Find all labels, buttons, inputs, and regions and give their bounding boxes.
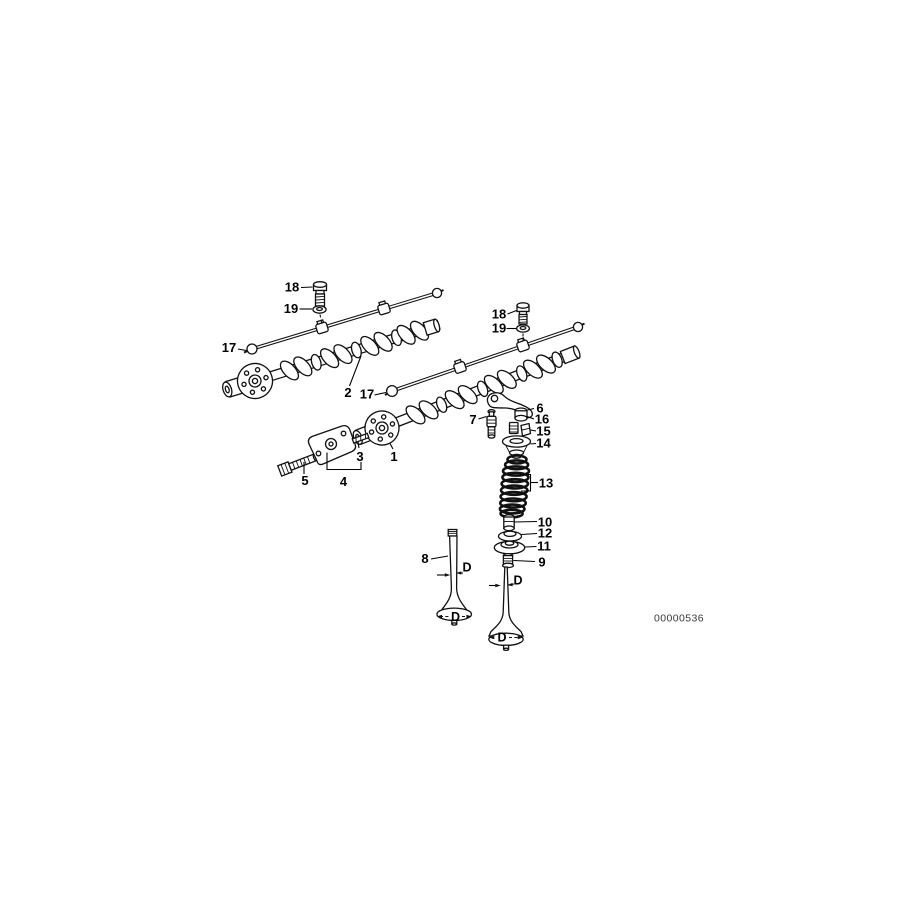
bolt-head bbox=[312, 281, 328, 288]
callout-1-label: 1 bbox=[390, 449, 397, 464]
oil-tube-lower bbox=[384, 321, 585, 398]
end-plate bbox=[307, 424, 357, 466]
dim-left-stem-label: D bbox=[462, 561, 471, 575]
bolt-head bbox=[516, 302, 530, 309]
callout-4-label: 4 bbox=[340, 474, 348, 489]
callout-14-label: 14 bbox=[536, 436, 551, 451]
valve-cotters bbox=[508, 421, 532, 437]
tube-bolt-upper-assembly bbox=[312, 281, 328, 324]
tube-ball-end bbox=[385, 384, 399, 398]
tube-ball-end bbox=[246, 343, 258, 355]
lower-spring-seat bbox=[493, 540, 526, 555]
leader-lines bbox=[237, 286, 538, 563]
callout-10-label: 10 bbox=[538, 515, 552, 530]
valve-spring bbox=[498, 454, 531, 519]
spring-sleeve bbox=[503, 514, 515, 532]
valve-left bbox=[436, 528, 473, 626]
tube-ball-end bbox=[572, 321, 584, 333]
tube-t-fitting bbox=[453, 358, 467, 374]
upper-washer bbox=[497, 530, 523, 542]
callout-3-label: 3 bbox=[356, 449, 363, 464]
valve-right bbox=[487, 566, 525, 652]
oil-tube-upper bbox=[243, 287, 444, 355]
callout-18-upper-label: 18 bbox=[285, 280, 299, 295]
dim-right-stem-label: D bbox=[513, 574, 522, 588]
callout-13-label: 13 bbox=[539, 476, 553, 491]
tube-t-fitting bbox=[315, 319, 329, 335]
callout-16-label: 16 bbox=[535, 412, 549, 427]
dim-right-head-label: D bbox=[497, 631, 506, 645]
valve-stem-seal bbox=[501, 552, 515, 569]
callout-9-label: 9 bbox=[538, 555, 545, 570]
callout-18-lower-label: 18 bbox=[492, 307, 506, 322]
dimension-right-stem bbox=[489, 583, 515, 588]
tube-t-fitting bbox=[377, 300, 391, 316]
callout-6-label: 6 bbox=[536, 401, 543, 416]
plate-bolt bbox=[276, 453, 318, 477]
compensating-element bbox=[486, 409, 497, 439]
callout-12-label: 12 bbox=[538, 526, 552, 541]
callout-19-lower-label: 19 bbox=[492, 321, 506, 336]
dimension-left-head bbox=[436, 614, 472, 619]
callout-2-label: 2 bbox=[344, 385, 351, 400]
document-number: 00000536 bbox=[654, 613, 704, 625]
callout-19-upper-label: 19 bbox=[284, 301, 298, 316]
callout-17-lower-label: 17 bbox=[360, 387, 374, 402]
callout-11-label: 11 bbox=[537, 539, 551, 554]
callout-15-label: 15 bbox=[536, 424, 550, 439]
camshaft-upper bbox=[222, 318, 441, 400]
tube-bolt-lower-assembly bbox=[515, 302, 531, 341]
tube-t-fitting bbox=[516, 337, 530, 353]
callout-7-label: 7 bbox=[469, 412, 476, 427]
callout-17-upper-label: 17 bbox=[222, 340, 236, 355]
callout-5-label: 5 bbox=[301, 473, 308, 488]
dimension-left-stem bbox=[437, 571, 463, 577]
callout-8-label: 8 bbox=[421, 551, 428, 566]
thrust-piece bbox=[514, 407, 528, 422]
dim-left-head-label: D bbox=[451, 610, 460, 624]
dowel-pin bbox=[351, 432, 370, 444]
dimension-right-head bbox=[488, 635, 524, 640]
tube-ball-end bbox=[431, 287, 443, 299]
